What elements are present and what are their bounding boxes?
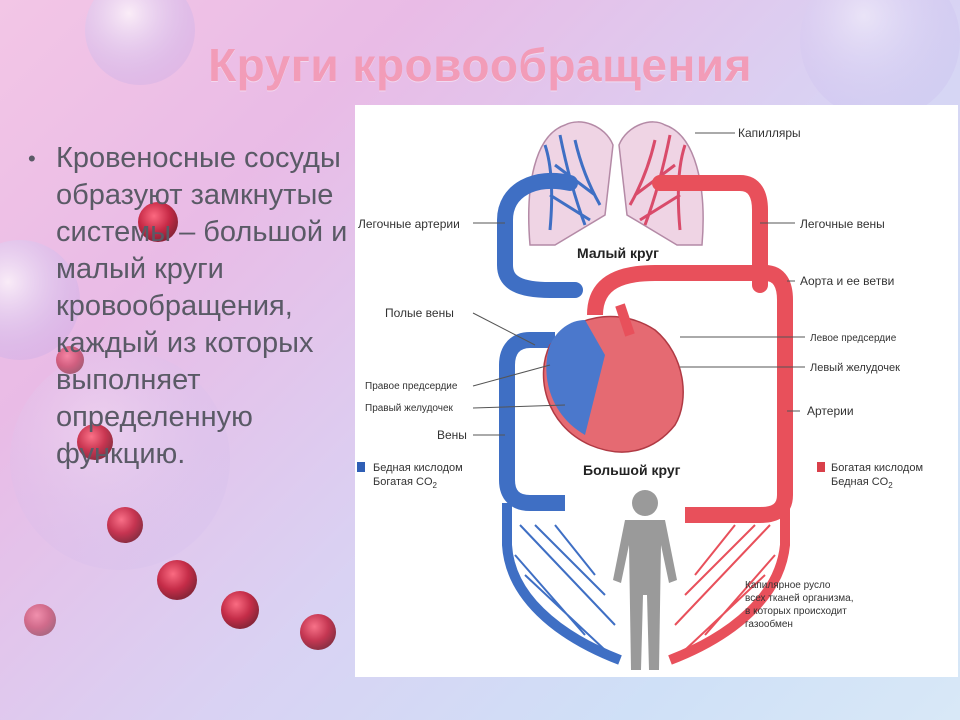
heart (542, 303, 684, 453)
blood-cell-decor (221, 591, 259, 629)
bullet-point: • Кровеносные сосуды образуют замкнутые … (28, 140, 358, 473)
capillary-bed-line1: Капилярное русло (745, 580, 831, 591)
leader-lines (472, 132, 805, 436)
legend-blue-swatch (357, 462, 365, 472)
blood-cell-decor (24, 604, 56, 636)
blood-cell-decor (56, 346, 84, 374)
blood-cell-decor (157, 560, 197, 600)
legend-blue-subscript: 2 (433, 481, 438, 490)
label-capillaries: Капилляры (738, 126, 801, 140)
bubble-decor (800, 0, 960, 120)
legend-red-line1: Богатая кислодом (831, 462, 923, 474)
label-aorta: Аорта и ее ветви (800, 274, 894, 288)
label-small-circle: Малый круг (577, 245, 659, 261)
label-right-ventricle: Правый желудочек (365, 403, 454, 414)
legend-red-line2: Бедная CO2 (831, 476, 893, 490)
bullet-dot: • (28, 146, 36, 171)
aorta-vessel (587, 265, 793, 523)
body-capillary-network (502, 500, 790, 665)
pulmonary-vein-vessel (652, 175, 768, 293)
bullet-text: Кровеносные сосуды образуют замкнутые си… (56, 142, 348, 470)
legend-red-subscript: 2 (888, 481, 893, 490)
blood-cell-decor (107, 507, 143, 543)
label-left-ventricle: Левый желудочек (810, 362, 900, 374)
label-right-atrium: Правое предсердие (365, 381, 458, 392)
capillary-bed-line3: в которых происходит (745, 606, 847, 617)
blood-cell-decor (138, 202, 178, 242)
blood-cell-decor (77, 424, 113, 460)
label-pulmonary-arteries: Легочные артерии (358, 217, 460, 231)
circulation-diagram: Капилляры Легочные артерии Легочные вены… (355, 105, 958, 677)
legend-red-swatch (817, 462, 825, 472)
bubble-decor (0, 240, 80, 360)
legend-red-co: Бедная CO (831, 476, 889, 488)
circulation-diagram-svg: Капилляры Легочные артерии Легочные вены… (357, 121, 923, 670)
vena-cava-vessel (499, 332, 565, 511)
human-silhouette (613, 490, 677, 670)
label-arteries: Артерии (807, 404, 854, 418)
label-veins: Вены (437, 428, 467, 442)
capillary-bed-line2: всех тканей организма, (745, 593, 854, 604)
label-vena-cava: Полые вены (385, 306, 454, 320)
legend-blue-co: Богатая CO (373, 476, 433, 488)
blood-cell-decor (300, 614, 336, 650)
label-big-circle: Большой круг (583, 462, 681, 478)
capillary-bed-line4: газообмен (745, 618, 793, 630)
legend-blue-line2: Богатая CO2 (373, 476, 438, 490)
legend-blue-line1: Бедная кислодом (373, 462, 463, 474)
label-left-atrium: Левое предсердие (810, 333, 897, 344)
slide-title: Круги кровообращения (208, 39, 752, 91)
label-pulmonary-veins: Легочные вены (800, 217, 885, 231)
bubble-decor (10, 350, 230, 570)
bubble-decor (85, 0, 195, 85)
pulmonary-artery-vessel (497, 172, 583, 298)
